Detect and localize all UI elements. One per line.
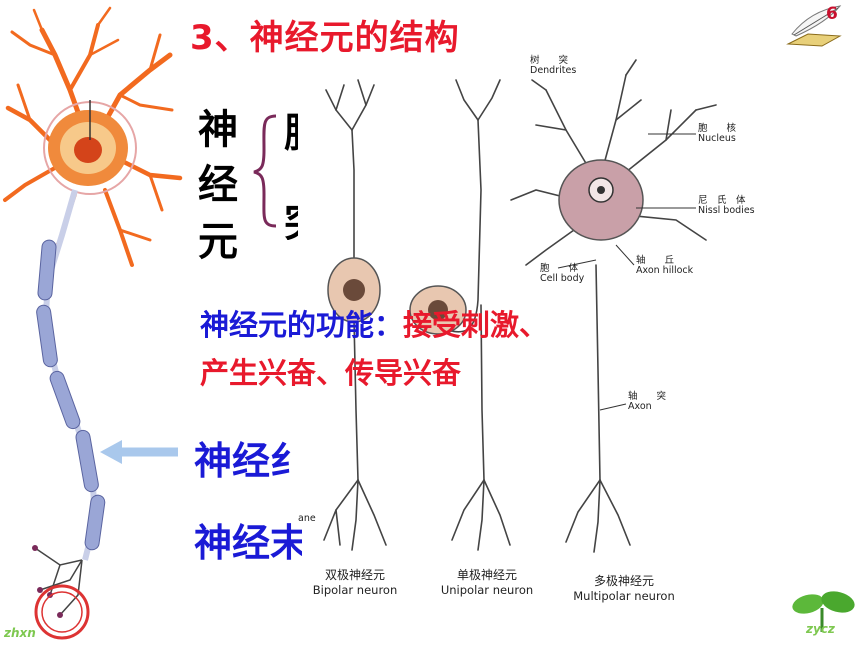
branch-bottom-partial: 突 (284, 190, 298, 240)
vertical-label-char-1: 神 (198, 107, 238, 153)
neuron-illustration-left (3, 6, 183, 640)
partial-term-2: 神经末 (194, 521, 302, 564)
corner-watermark-right: zycz (806, 622, 835, 636)
slide-title: 3、神经元的结构 (190, 18, 460, 58)
page-number: 6 (826, 4, 838, 24)
sprout-icon (792, 591, 855, 632)
function-label: 神经元的功能： (200, 308, 404, 342)
vertical-label-char-2: 经 (198, 162, 238, 208)
neuron-types-diagram (323, 59, 717, 553)
branch-top-partial: 胞 (284, 100, 298, 154)
function-line-2: 产生兴奋、传导兴奋 (200, 356, 462, 390)
vertical-label-char-3: 元 (198, 219, 238, 265)
function-line-1: 神经元的功能：接受刺激、 (200, 302, 548, 344)
label-membrane-partial: ane (298, 513, 316, 524)
text-panel-backdrop (190, 96, 300, 286)
partial-term-1: 神经纟 (194, 439, 304, 482)
structure-brace (253, 114, 277, 228)
book-quill-icon (786, 5, 842, 47)
corner-watermark-left: zhxn (4, 626, 36, 640)
function-text-1: 接受刺激、 (403, 308, 549, 342)
